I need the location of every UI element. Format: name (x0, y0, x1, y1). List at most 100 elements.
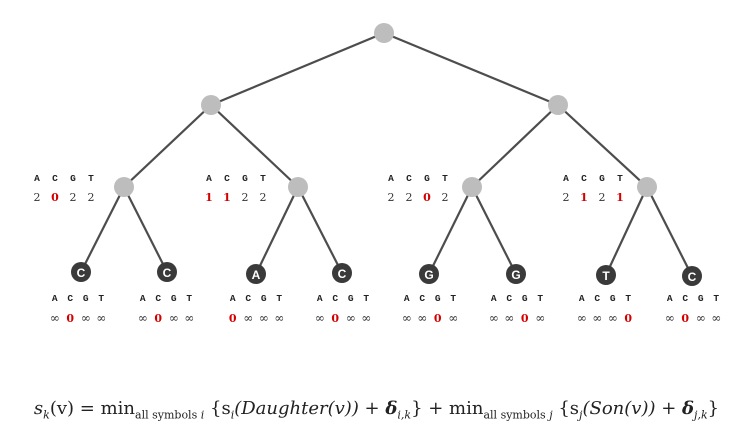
score-value-C: ∞ (592, 311, 602, 325)
score-header-A: A (579, 293, 585, 304)
score-header-T: T (276, 293, 282, 304)
score-value-A: ∞ (489, 311, 499, 325)
score-header-G: G (424, 173, 430, 184)
score-header-G: G (698, 293, 704, 304)
leaf-symbol-1: C (163, 266, 172, 280)
leaf-node-6 (596, 265, 616, 285)
score-value-C: 1 (223, 191, 231, 204)
edge-l1-l2-2 (470, 103, 560, 189)
score-header-G: G (242, 173, 248, 184)
score-header-T: T (88, 173, 94, 184)
score-value-G: 2 (599, 191, 606, 204)
leaf-node-5 (506, 264, 526, 284)
score-header-G: G (171, 293, 177, 304)
score-value-T: ∞ (184, 311, 194, 325)
score-value-G: 0 (423, 191, 431, 204)
formula-jk: j,k (694, 408, 708, 422)
score-value-A: ∞ (402, 311, 412, 325)
edge-l2-leaf-2 (254, 185, 300, 276)
score-value-T: ∞ (711, 311, 721, 325)
leaf-symbol-3: C (338, 267, 347, 281)
score-value-A: 1 (205, 191, 213, 204)
score-value-G: ∞ (696, 311, 706, 325)
score-value-T: 1 (616, 191, 624, 204)
score-header-G: G (610, 293, 616, 304)
edge-l2-leaf-4 (427, 185, 474, 276)
score-header-T: T (713, 293, 719, 304)
edge-root-0 (209, 31, 386, 107)
formula-daughter: (Daughter(v)) + (234, 398, 386, 419)
formula-j: j (549, 408, 553, 422)
score-header-G: G (435, 293, 441, 304)
score-header-A: A (317, 293, 323, 304)
leaf-node-1 (157, 262, 177, 282)
score-header-G: G (348, 293, 354, 304)
score-value-C: ∞ (417, 311, 427, 325)
internal-node-l2-3 (637, 177, 657, 197)
leaf-symbol-4: G (424, 268, 433, 282)
score-header-C: C (506, 293, 512, 304)
leaf-symbol-7: C (688, 270, 697, 284)
leaf-symbol-0: C (77, 266, 86, 280)
score-value-T: 0 (624, 312, 632, 325)
edge-l1-l2-3 (556, 103, 649, 189)
formula-min-2: } + min (411, 398, 484, 419)
score-header-A: A (388, 173, 394, 184)
internal-node-l2-2 (462, 177, 482, 197)
score-value-A: ∞ (50, 311, 60, 325)
score-header-G: G (83, 293, 89, 304)
score-value-C: 0 (331, 312, 339, 325)
score-value-C: 0 (51, 191, 59, 204)
score-value-C: 0 (66, 312, 74, 325)
formula-close: } (707, 398, 720, 419)
formula-delta-2: δ (682, 398, 695, 419)
score-header-G: G (599, 173, 605, 184)
score-header-T: T (363, 293, 369, 304)
score-value-A: ∞ (577, 311, 587, 325)
score-header-G: G (70, 173, 76, 184)
score-value-G: ∞ (608, 311, 618, 325)
internal-node-l1-1 (548, 95, 568, 115)
formula-s: s (33, 398, 44, 419)
score-header-A: A (140, 293, 146, 304)
score-header-C: C (245, 293, 251, 304)
score-header-G: G (261, 293, 267, 304)
formula-son: (Son(v)) + (582, 398, 683, 419)
edge-l1-l2-0 (122, 103, 213, 189)
leaf-node-0 (71, 262, 91, 282)
score-header-C: C (155, 293, 161, 304)
score-header-C: C (52, 173, 58, 184)
score-value-G: 0 (521, 312, 529, 325)
score-value-G: 0 (434, 312, 442, 325)
score-header-C: C (581, 173, 587, 184)
edge-l2-leaf-6 (604, 185, 649, 277)
score-header-T: T (98, 293, 104, 304)
score-value-T: 2 (442, 191, 449, 204)
internal-node-l2-1 (288, 177, 308, 197)
leaf-node-3 (332, 263, 352, 283)
formula-all-symbols-2: all symbols (483, 408, 550, 422)
score-value-G: ∞ (346, 311, 356, 325)
score-header-C: C (224, 173, 230, 184)
score-value-T: ∞ (96, 311, 106, 325)
score-header-T: T (625, 293, 631, 304)
score-value-A: ∞ (665, 311, 675, 325)
edge-l2-leaf-5 (470, 185, 518, 276)
score-value-C: ∞ (504, 311, 514, 325)
score-value-A: 0 (229, 312, 237, 325)
score-value-A: 2 (388, 191, 395, 204)
score-value-T: 2 (88, 191, 95, 204)
score-header-T: T (442, 173, 448, 184)
leaf-symbol-6: T (602, 269, 610, 283)
formula-min-1: (v) = min (49, 398, 136, 419)
score-header-C: C (332, 293, 338, 304)
